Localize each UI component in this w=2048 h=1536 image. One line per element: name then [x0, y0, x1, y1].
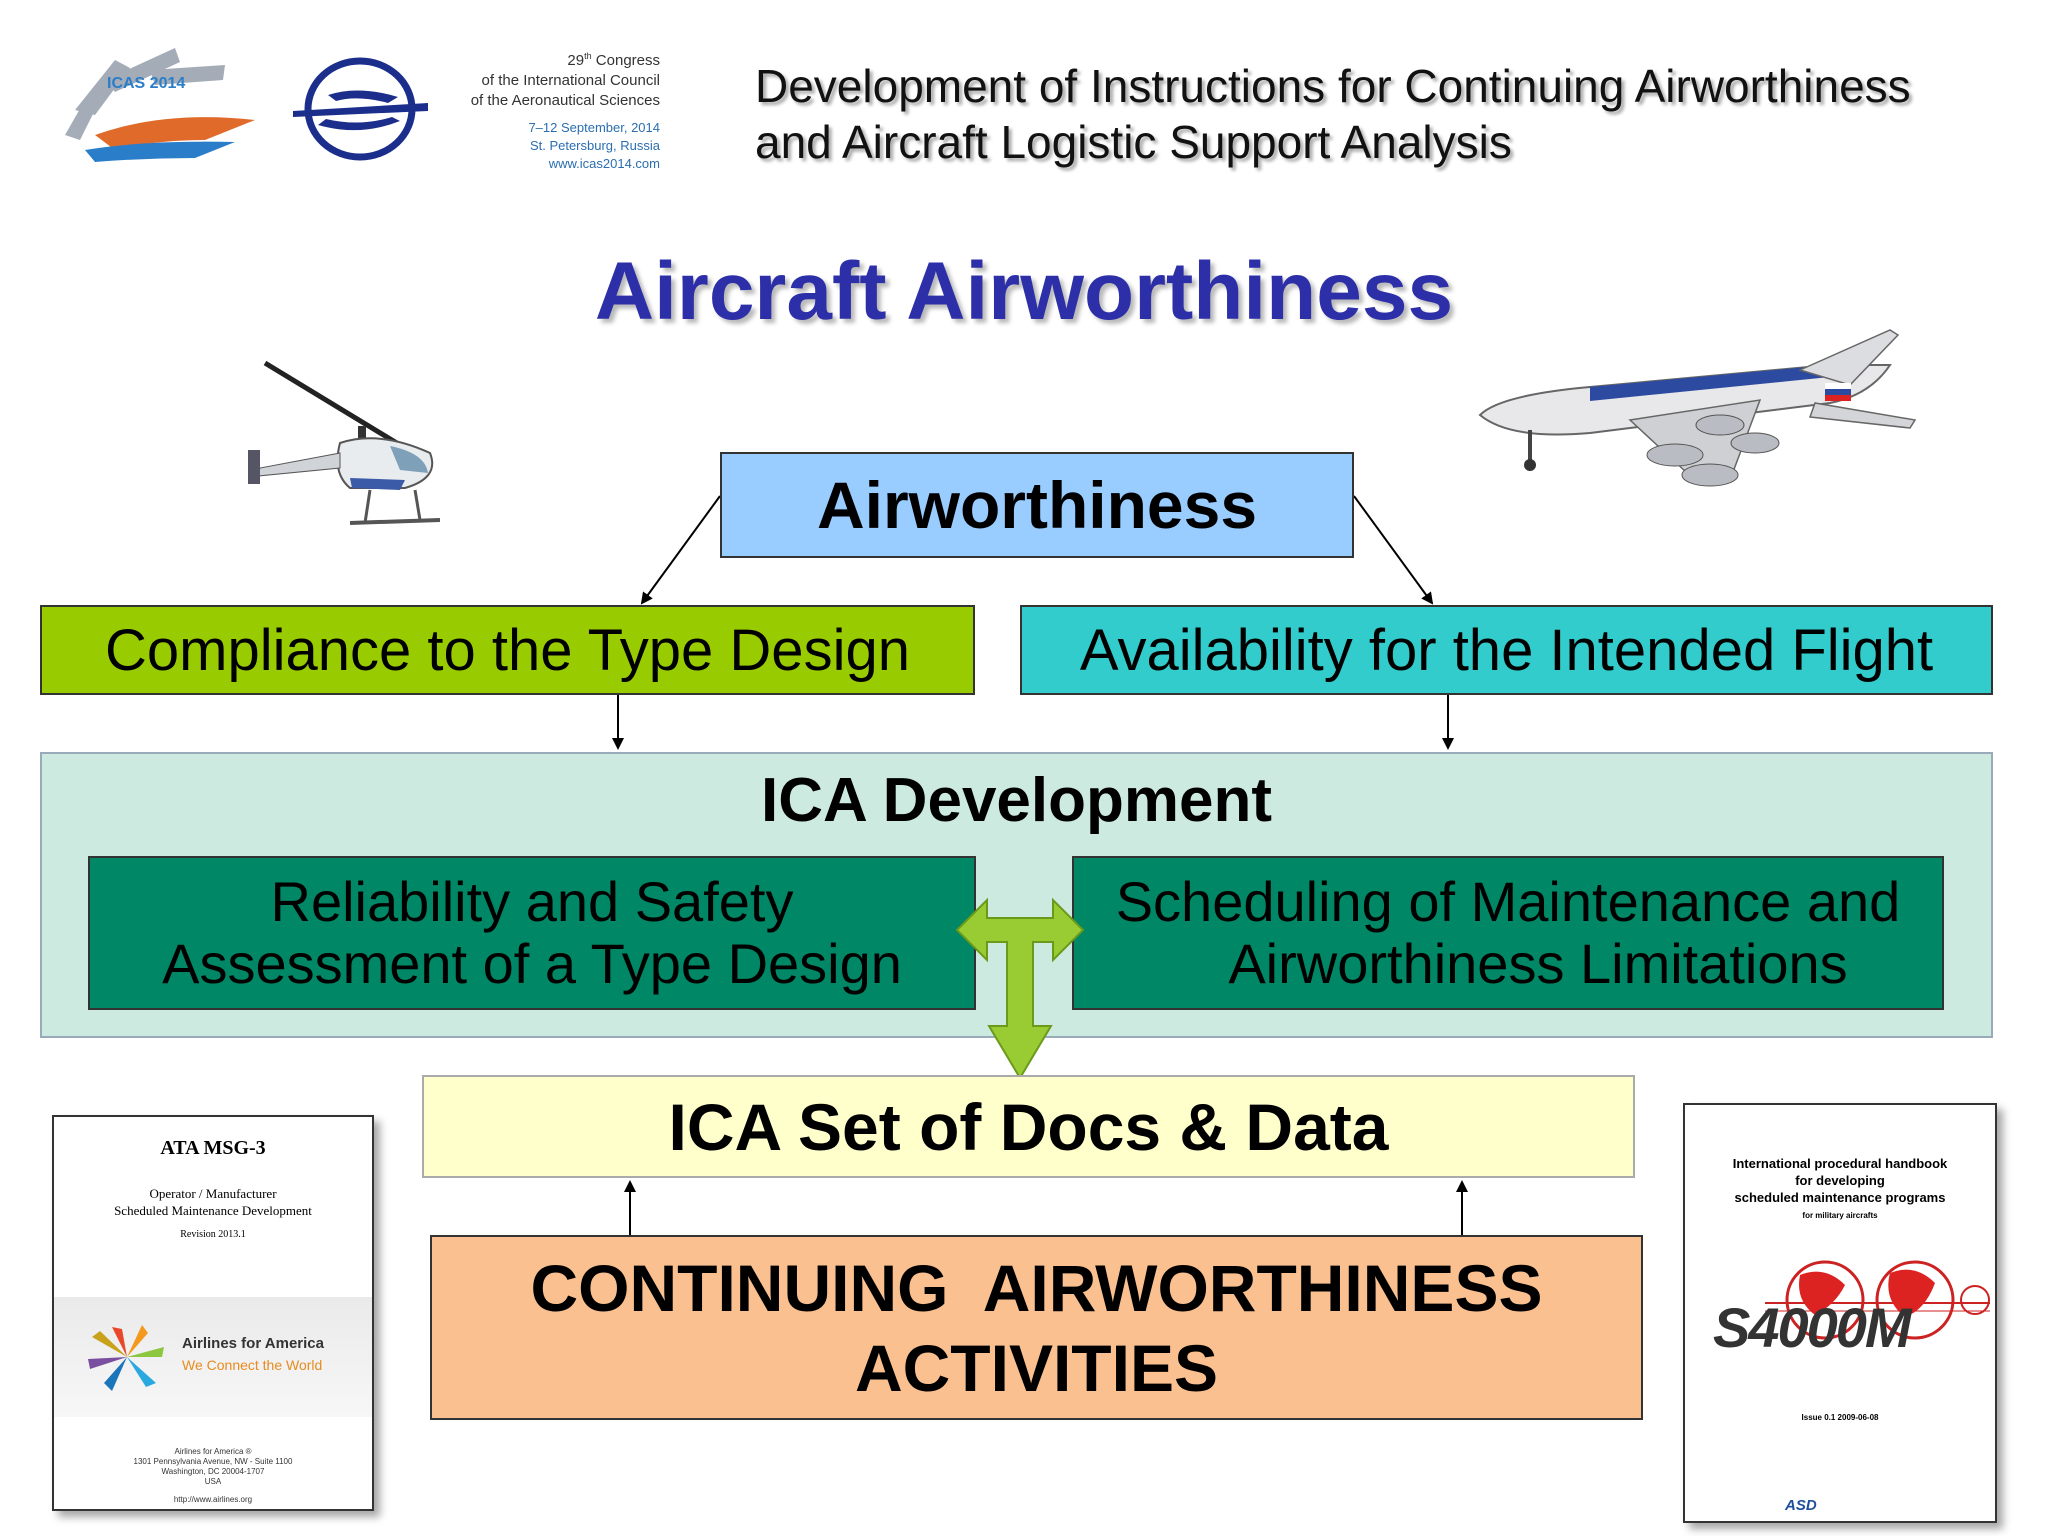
- congress-line-1: 29th Congress: [440, 46, 660, 71]
- ica-docs-box: ICA Set of Docs & Data: [422, 1075, 1635, 1178]
- availability-box: Availability for the Intended Flight: [1020, 605, 1993, 695]
- congress-website[interactable]: www.icas2014.com: [548, 156, 660, 171]
- msg3-logo-band: [54, 1297, 372, 1417]
- congress-dates: 7–12 September, 2014: [528, 120, 660, 135]
- continuing-line-2: ACTIVITIES: [854, 1330, 1219, 1405]
- arrow-airworthiness-to-availability: [1353, 495, 1434, 605]
- icas-logo-text: ICAS 2014: [107, 75, 185, 92]
- airlines-for-america-tagline: We Connect the World: [182, 1357, 323, 1373]
- congress-number-suffix: th: [584, 51, 592, 61]
- continuing-airworthiness-box: CONTINUING AIRWORTHINESS ACTIVITIES: [430, 1235, 1643, 1420]
- msg3-address-line-3: Washington, DC 20004-1707: [161, 1467, 265, 1476]
- header-title: Development of Instructions for Continui…: [755, 58, 1995, 170]
- s4000m-title-line-2: for developing: [1795, 1173, 1885, 1188]
- reliability-line-2: Assessment of a Type Design: [162, 932, 902, 995]
- arrow-airworthiness-to-compliance: [640, 495, 721, 605]
- s4000m-document: International procedural handbook for de…: [1683, 1103, 1997, 1523]
- icas-logo: ICAS 2014: [55, 40, 270, 170]
- s4000m-subtitle: for military aircrafts: [1802, 1211, 1878, 1220]
- ata-msg3-document: ATA MSG-3 Operator / Manufacturer Schedu…: [52, 1115, 374, 1511]
- msg3-subtitle-line-2: Scheduled Maintenance Development: [114, 1203, 312, 1218]
- header-title-line-1: Development of Instructions for Continui…: [755, 60, 1911, 112]
- congress-label: Congress: [595, 52, 660, 69]
- airworthiness-box: Airworthiness: [720, 452, 1354, 558]
- s4000m-title: International procedural handbook for de…: [1685, 1155, 1995, 1206]
- compliance-box: Compliance to the Type Design: [40, 605, 975, 695]
- congress-number: 29: [567, 52, 585, 69]
- airliner-image: [1470, 325, 1930, 525]
- congress-line-3: of the Aeronautical Sciences: [470, 92, 660, 109]
- scheduling-line-1: Scheduling of Maintenance and: [1115, 870, 1901, 933]
- continuing-line-1: CONTINUING AIRWORTHINESS: [530, 1250, 1543, 1325]
- scheduling-box: Scheduling of Maintenance and Airworthin…: [1072, 856, 1944, 1010]
- airlines-for-america-name: Airlines for America: [182, 1335, 324, 1352]
- msg3-address-line-4: USA: [204, 1477, 222, 1486]
- reliability-line-1: Reliability and Safety: [270, 870, 794, 933]
- msg3-address-line-1: Airlines for America ®: [174, 1447, 252, 1456]
- msg3-url: http://www.airlines.org: [173, 1495, 253, 1504]
- reliability-box: Reliability and Safety Assessment of a T…: [88, 856, 976, 1010]
- ica-development-title: ICA Development: [760, 766, 1272, 835]
- helicopter-image: [240, 358, 480, 538]
- msg3-subtitle: Operator / Manufacturer Scheduled Mainte…: [54, 1185, 372, 1219]
- bidirectional-arrow-icon: [955, 897, 1085, 1080]
- msg3-subtitle-line-1: Operator / Manufacturer: [149, 1186, 277, 1201]
- congress-info: 29th Congress of the International Counc…: [440, 46, 660, 173]
- airlines-for-america-logo-icon: [88, 1325, 164, 1391]
- s4000m-title-line-3: scheduled maintenance programs: [1734, 1190, 1946, 1205]
- s4000m-title-line-1: International procedural handbook: [1732, 1156, 1948, 1171]
- scheduling-line-2: Airworthiness Limitations: [1228, 932, 1848, 995]
- msg3-title: ATA MSG-3: [160, 1137, 266, 1159]
- asd-logo-text: ASD: [1785, 1497, 1817, 1514]
- lnk-logo: [288, 55, 438, 165]
- msg3-address: Airlines for America ® 1301 Pennsylvania…: [54, 1447, 372, 1487]
- congress-location: St. Petersburg, Russia: [529, 138, 660, 153]
- s4000m-logo-text: S4000M: [1713, 1296, 1912, 1359]
- msg3-address-line-2: 1301 Pennsylvania Avenue, NW - Suite 110…: [133, 1457, 293, 1466]
- congress-line-2: of the International Council: [481, 72, 660, 89]
- msg3-revision: Revision 2013.1: [180, 1229, 246, 1240]
- s4000m-issue: Issue 0.1 2009-06-08: [1801, 1413, 1879, 1422]
- page-title: Aircraft Airworthiness: [594, 246, 1454, 337]
- header-title-line-2: and Aircraft Logistic Support Analysis: [755, 116, 1512, 168]
- globe-icon: [1765, 1260, 1990, 1340]
